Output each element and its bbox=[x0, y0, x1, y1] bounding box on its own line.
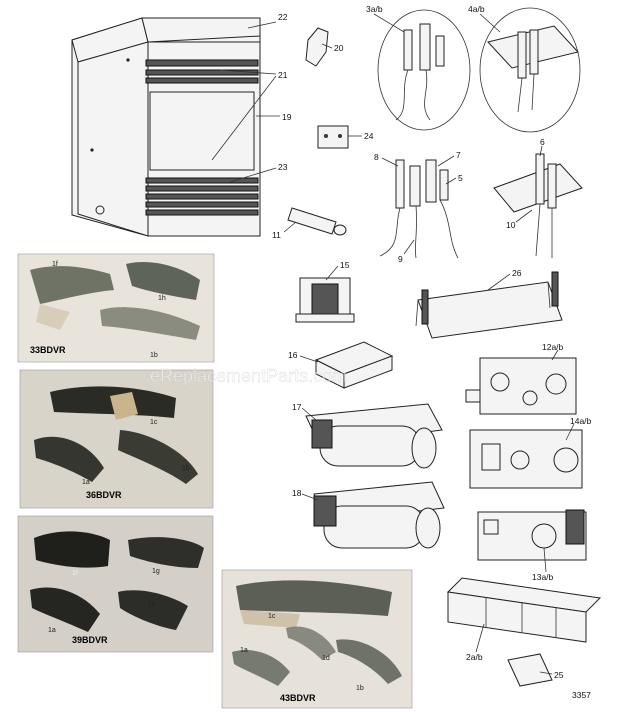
photo-43-tag-2: 1a bbox=[240, 647, 248, 654]
photo-39-model-label: 39BDVR bbox=[72, 635, 108, 645]
photo-33bdvr: 1f 1h 1b 33BDVR bbox=[17, 253, 215, 363]
bracket-25 bbox=[507, 653, 553, 687]
photo-43-model-label: 43BDVR bbox=[280, 693, 316, 703]
photo-36-tag-3: 1b bbox=[182, 465, 190, 472]
callout-26: 26 bbox=[512, 268, 522, 278]
leader-lines bbox=[211, 13, 575, 675]
callouts: 22 21 19 23 20 24 11 3a/b 4a/b 8 7 5 9 6… bbox=[272, 4, 592, 680]
photo-33-tag-3: 1b bbox=[150, 352, 158, 359]
callout-13ab: 13a/b bbox=[532, 572, 554, 582]
photo-33-tag-1: 1f bbox=[52, 261, 58, 268]
callout-23: 23 bbox=[278, 162, 288, 172]
drawing-number: 3357 bbox=[572, 690, 591, 700]
gas-valve-13ab bbox=[477, 509, 587, 561]
callout-2ab: 2a/b bbox=[466, 652, 483, 662]
gas-valve-14ab bbox=[469, 429, 583, 489]
callout-24: 24 bbox=[364, 131, 374, 141]
callout-5: 5 bbox=[458, 173, 463, 183]
control-module-16 bbox=[314, 341, 394, 389]
transformer-15 bbox=[295, 277, 355, 323]
callout-7: 7 bbox=[456, 150, 461, 160]
photo-33-model-label: 33BDVR bbox=[30, 345, 66, 355]
photo-39-tag-1: 1f bbox=[72, 570, 78, 577]
gas-valve-12ab bbox=[465, 357, 577, 415]
photo-39-tag-3: 1a bbox=[48, 627, 56, 634]
photo-39bdvr: 1f 1g 1a 1e 39BDVR bbox=[17, 515, 214, 653]
callout-6: 6 bbox=[540, 137, 545, 147]
callout-14ab: 14a/b bbox=[570, 416, 592, 426]
part-20-bracket bbox=[305, 27, 329, 67]
callout-8: 8 bbox=[374, 152, 379, 162]
part-11-sensor bbox=[287, 207, 347, 236]
fireplace-cabinet bbox=[71, 17, 261, 237]
blower-18 bbox=[313, 481, 445, 549]
callout-17: 17 bbox=[292, 402, 302, 412]
callout-3ab: 3a/b bbox=[366, 4, 383, 14]
photo-33-tag-2: 1h bbox=[158, 295, 166, 302]
photo-39-tag-2: 1g bbox=[152, 568, 160, 575]
photo-43-tag-4: 1b bbox=[356, 685, 364, 692]
pilot-assembly-4ab bbox=[479, 7, 581, 133]
photo-39-tag-4: 1e bbox=[148, 601, 156, 608]
heat-shield-26 bbox=[415, 271, 563, 339]
photo-43-tag-3: 1d bbox=[322, 655, 330, 662]
callout-18: 18 bbox=[292, 488, 302, 498]
junction-box-2ab bbox=[446, 577, 602, 643]
pilot-assembly-3ab bbox=[377, 9, 471, 131]
callout-12ab: 12a/b bbox=[542, 342, 564, 352]
pilot-assembly-6 bbox=[493, 153, 583, 258]
callout-20: 20 bbox=[334, 43, 344, 53]
photo-36bdvr: 1c 1a 1b 36BDVR bbox=[19, 369, 214, 509]
callout-21: 21 bbox=[278, 70, 288, 80]
callout-9: 9 bbox=[398, 254, 403, 264]
pilot-exploded bbox=[379, 159, 459, 259]
callout-22: 22 bbox=[278, 12, 288, 22]
callout-11: 11 bbox=[272, 230, 281, 240]
watermark: eReplacementParts.com bbox=[150, 366, 347, 386]
callout-25: 25 bbox=[554, 670, 564, 680]
callout-15: 15 bbox=[340, 260, 350, 270]
callout-19: 19 bbox=[282, 112, 292, 122]
part-24-plate bbox=[317, 125, 349, 149]
photo-43bdvr: 1c 1a 1d 1b 43BDVR bbox=[221, 569, 413, 709]
blower-17 bbox=[305, 403, 443, 469]
photo-36-tag-2: 1a bbox=[82, 479, 90, 486]
photo-36-tag-1: 1c bbox=[150, 419, 158, 426]
photo-36-model-label: 36BDVR bbox=[86, 490, 122, 500]
callout-16: 16 bbox=[288, 350, 298, 360]
callout-10: 10 bbox=[506, 220, 516, 230]
callout-4ab: 4a/b bbox=[468, 4, 485, 14]
photo-43-tag-1: 1c bbox=[268, 613, 276, 620]
